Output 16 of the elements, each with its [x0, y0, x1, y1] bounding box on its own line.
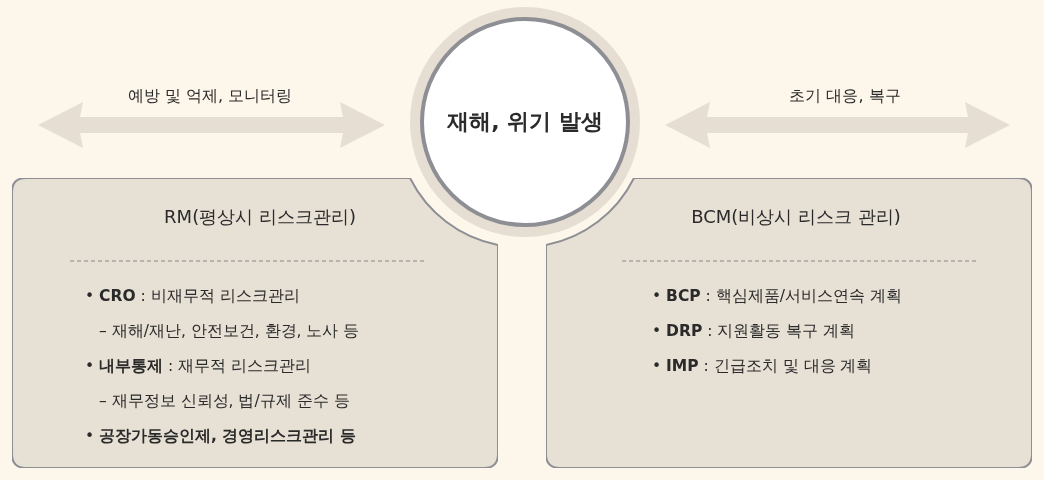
- list-item: • 공장가동승인제, 경영리스크관리 등: [85, 426, 356, 447]
- card-heading: BCM(비상시 리스크 관리): [691, 205, 901, 229]
- circle-title: 재해, 위기 발생: [447, 108, 603, 136]
- event-circle: [410, 7, 640, 237]
- list-item: • BCP : 핵심제품/서비스연속 계획: [652, 286, 902, 307]
- list-item: • DRP : 지원활동 복구 계획: [652, 321, 856, 342]
- info-card: [546, 178, 1032, 468]
- list-item: – 재해/재난, 안전보건, 환경, 노사 등: [99, 321, 360, 342]
- arrow-label: 예방 및 억제, 모니터링: [127, 86, 293, 107]
- list-item: • IMP : 긴급조치 및 대응 계획: [652, 356, 873, 377]
- card-heading: RM(평상시 리스크관리): [164, 205, 356, 229]
- info-card: [12, 178, 498, 468]
- arrow-label: 초기 대응, 복구: [789, 86, 901, 107]
- list-item: • 내부통제 : 재무적 리스크관리: [85, 356, 312, 377]
- list-item: • CRO : 비재무적 리스크관리: [85, 286, 300, 307]
- list-item: – 재무정보 신뢰성, 법/규제 준수 등: [99, 391, 350, 412]
